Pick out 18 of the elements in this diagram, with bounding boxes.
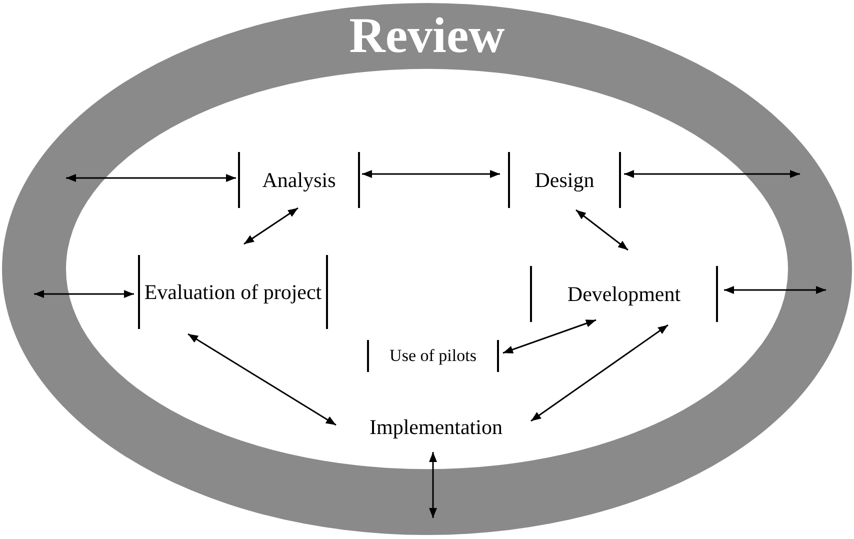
process-label: Implementation bbox=[348, 406, 524, 448]
process-box: Use of pilots bbox=[367, 340, 499, 372]
double-arrow bbox=[66, 174, 236, 182]
double-arrow bbox=[429, 452, 437, 518]
double-arrow bbox=[34, 290, 134, 298]
double-arrow bbox=[530, 324, 668, 422]
double-arrow bbox=[362, 170, 500, 178]
double-arrow bbox=[724, 286, 826, 294]
process-box: Design bbox=[508, 152, 621, 208]
double-arrow bbox=[244, 207, 298, 245]
process-box: Development bbox=[530, 266, 718, 322]
double-arrow bbox=[188, 333, 336, 426]
double-arrow bbox=[624, 170, 800, 178]
double-arrow bbox=[576, 209, 628, 251]
ring-title: Review bbox=[348, 10, 506, 60]
process-box: Evaluation of project bbox=[138, 255, 328, 329]
process-box: Analysis bbox=[238, 152, 360, 208]
double-arrow bbox=[502, 319, 596, 354]
